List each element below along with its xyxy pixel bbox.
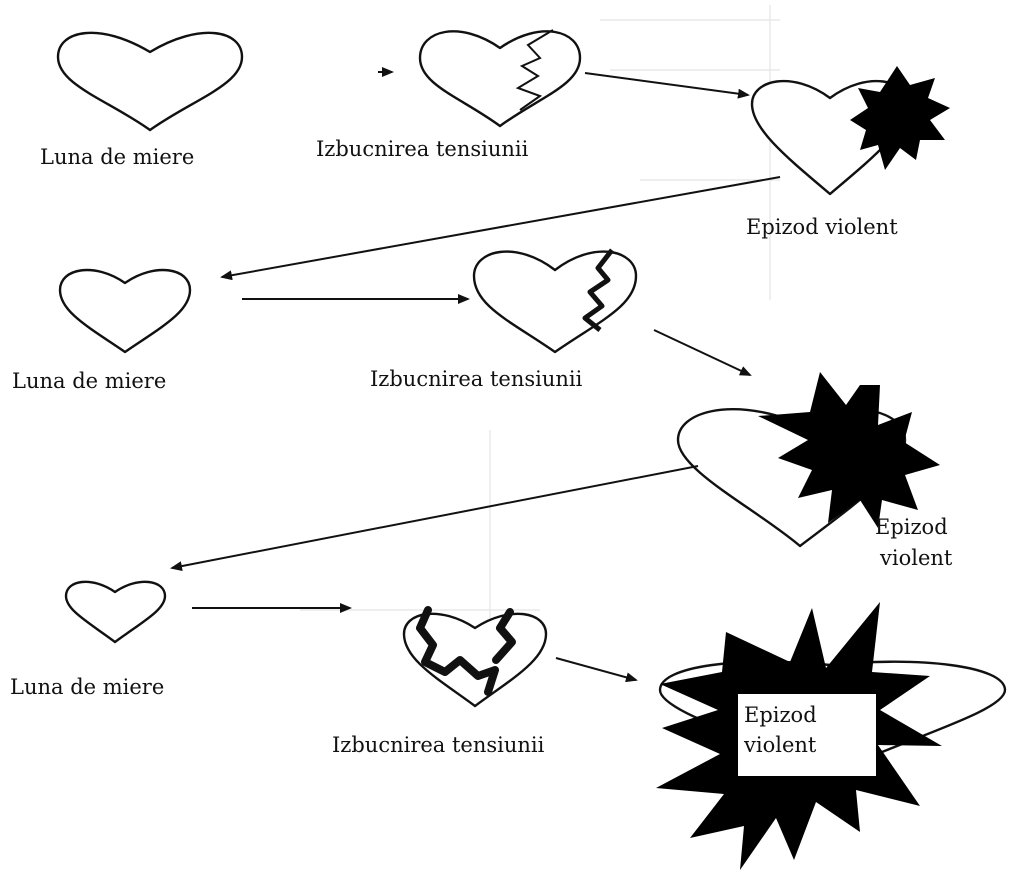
arrow-tension-to-violent-1 [584, 72, 750, 99]
heart-honeymoon-1 [56, 31, 244, 132]
label-violent-2-line2: violent [879, 546, 953, 570]
arrow-tension3-to-violent3 [555, 657, 638, 683]
heart-crack [492, 608, 516, 664]
label-tension-2: Izbucnirea tensiunii [370, 367, 583, 391]
label-box [738, 694, 876, 776]
label-tension-3: Izbucnirea tensiunii [332, 733, 545, 757]
label-violent-3-line2: violent [743, 733, 817, 757]
label-violent-3-line1: Epizod [744, 703, 817, 727]
heart-violent-1 [750, 66, 950, 196]
heart-tension-3 [402, 606, 548, 708]
label-honeymoon-2: Luna de miere [12, 369, 166, 393]
heart-honeymoon-3 [64, 580, 167, 644]
heart-crack [582, 248, 614, 332]
label-violent-2-line1: Epizod [875, 515, 948, 539]
label-honeymoon-1: Luna de miere [40, 145, 194, 169]
arrow-violent2-to-honeymoon3 [170, 465, 699, 572]
heart-honeymoon-2 [58, 268, 192, 354]
label-honeymoon-3: Luna de miere [10, 675, 164, 699]
heart-tension-2 [472, 248, 638, 354]
heart-violent-3 [656, 602, 1007, 870]
heart-tension-1 [418, 29, 582, 128]
explosion-burst-icon [850, 66, 950, 170]
heart-crack [515, 29, 554, 111]
heart-crack [416, 606, 499, 696]
arrow-violent1-to-honeymoon2 [220, 176, 781, 281]
arrow-tension2-to-violent2 [653, 329, 752, 376]
heart-violent-2 [676, 372, 940, 548]
explosion-burst-icon [758, 372, 940, 528]
label-tension-1: Izbucnirea tensiunii [316, 137, 529, 161]
label-violent-1: Epizod violent [746, 215, 898, 239]
